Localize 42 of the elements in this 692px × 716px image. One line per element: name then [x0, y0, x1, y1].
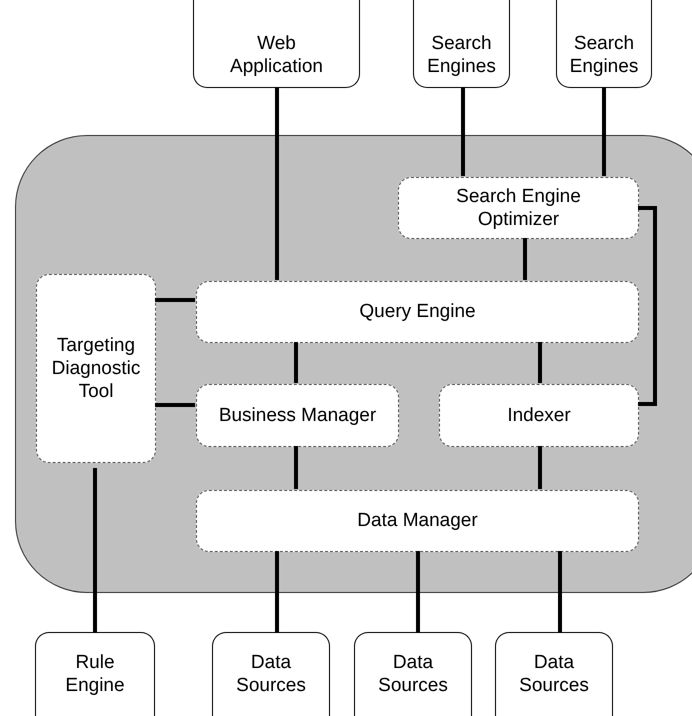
component-label: Data Sources	[377, 651, 449, 698]
module-box	[196, 281, 639, 343]
connector-line	[602, 88, 606, 176]
connector-line	[155, 298, 195, 302]
connector-line	[275, 88, 279, 280]
component-label: Targeting Diagnostic Tool	[50, 334, 142, 404]
component-label: Web Application	[229, 32, 324, 78]
component-label: Search Engine Optimizer	[455, 184, 582, 232]
connector-line	[155, 403, 195, 407]
component-label: Business Manager	[218, 404, 376, 428]
component-label: Search Engines	[426, 32, 497, 78]
component-label: Search Engines	[568, 32, 640, 78]
connector-line	[416, 551, 420, 632]
component-label: Indexer	[507, 404, 571, 428]
module-box	[196, 490, 639, 552]
system-boundary	[15, 135, 692, 593]
component-box	[354, 632, 472, 716]
component-label: Rule Engine	[64, 651, 126, 698]
module-box	[398, 177, 639, 239]
component-label: Data Sources	[235, 651, 307, 698]
component-box	[556, 0, 652, 88]
component-box	[35, 632, 155, 716]
component-box	[193, 0, 360, 88]
connector-line	[294, 446, 298, 489]
connector-line	[558, 551, 562, 632]
component-box	[212, 632, 330, 716]
component-label: Data Sources	[518, 651, 590, 698]
module-box	[439, 384, 639, 447]
connector-line	[93, 468, 97, 632]
connector-line	[461, 88, 465, 176]
module-box	[196, 384, 399, 447]
connector-line	[275, 551, 279, 632]
component-label: Data Manager	[357, 509, 478, 533]
component-box	[413, 0, 510, 88]
connector-line	[538, 446, 542, 489]
connector-line	[294, 342, 298, 383]
connector-line	[538, 342, 542, 383]
component-label: Query Engine	[359, 300, 476, 324]
connector-line	[523, 238, 527, 280]
module-box	[36, 274, 156, 463]
connector-line	[638, 206, 657, 406]
component-box	[495, 632, 613, 716]
